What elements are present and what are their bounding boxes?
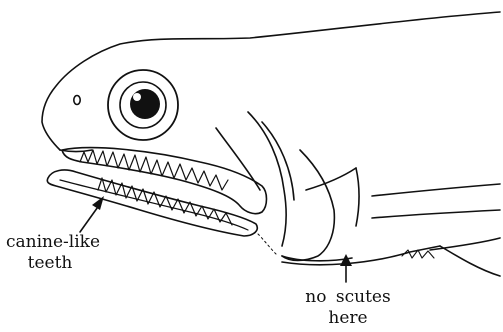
pectoral-fin-base bbox=[430, 238, 500, 250]
pectoral-fin bbox=[440, 246, 500, 276]
nostril bbox=[74, 96, 80, 105]
opercle bbox=[282, 150, 334, 261]
teeth-arrow-shaft bbox=[80, 204, 100, 232]
eye-highlight bbox=[133, 93, 141, 101]
upper-teeth bbox=[80, 150, 228, 190]
label-no-scutes-here: no scutes here bbox=[296, 287, 400, 329]
body-lower-line bbox=[372, 210, 500, 218]
head-dorsal-outline bbox=[42, 12, 500, 150]
label-teeth-line1: canine-like bbox=[6, 232, 94, 253]
body-midline bbox=[372, 184, 500, 196]
fin-rays bbox=[402, 250, 434, 258]
belly-outline bbox=[282, 246, 440, 265]
lateral-fold-upper bbox=[356, 168, 359, 226]
label-canine-like-teeth: canine-like teeth bbox=[6, 232, 94, 274]
cheek-line bbox=[216, 128, 260, 190]
opercle-fold bbox=[306, 168, 356, 190]
label-scutes-line1: no scutes bbox=[296, 287, 400, 308]
upper-jaw bbox=[62, 148, 267, 214]
eye-pupil bbox=[130, 89, 160, 119]
jaw-hinge-dots bbox=[258, 234, 276, 254]
label-scutes-line2: here bbox=[296, 308, 400, 329]
label-teeth-line2: teeth bbox=[6, 253, 94, 274]
